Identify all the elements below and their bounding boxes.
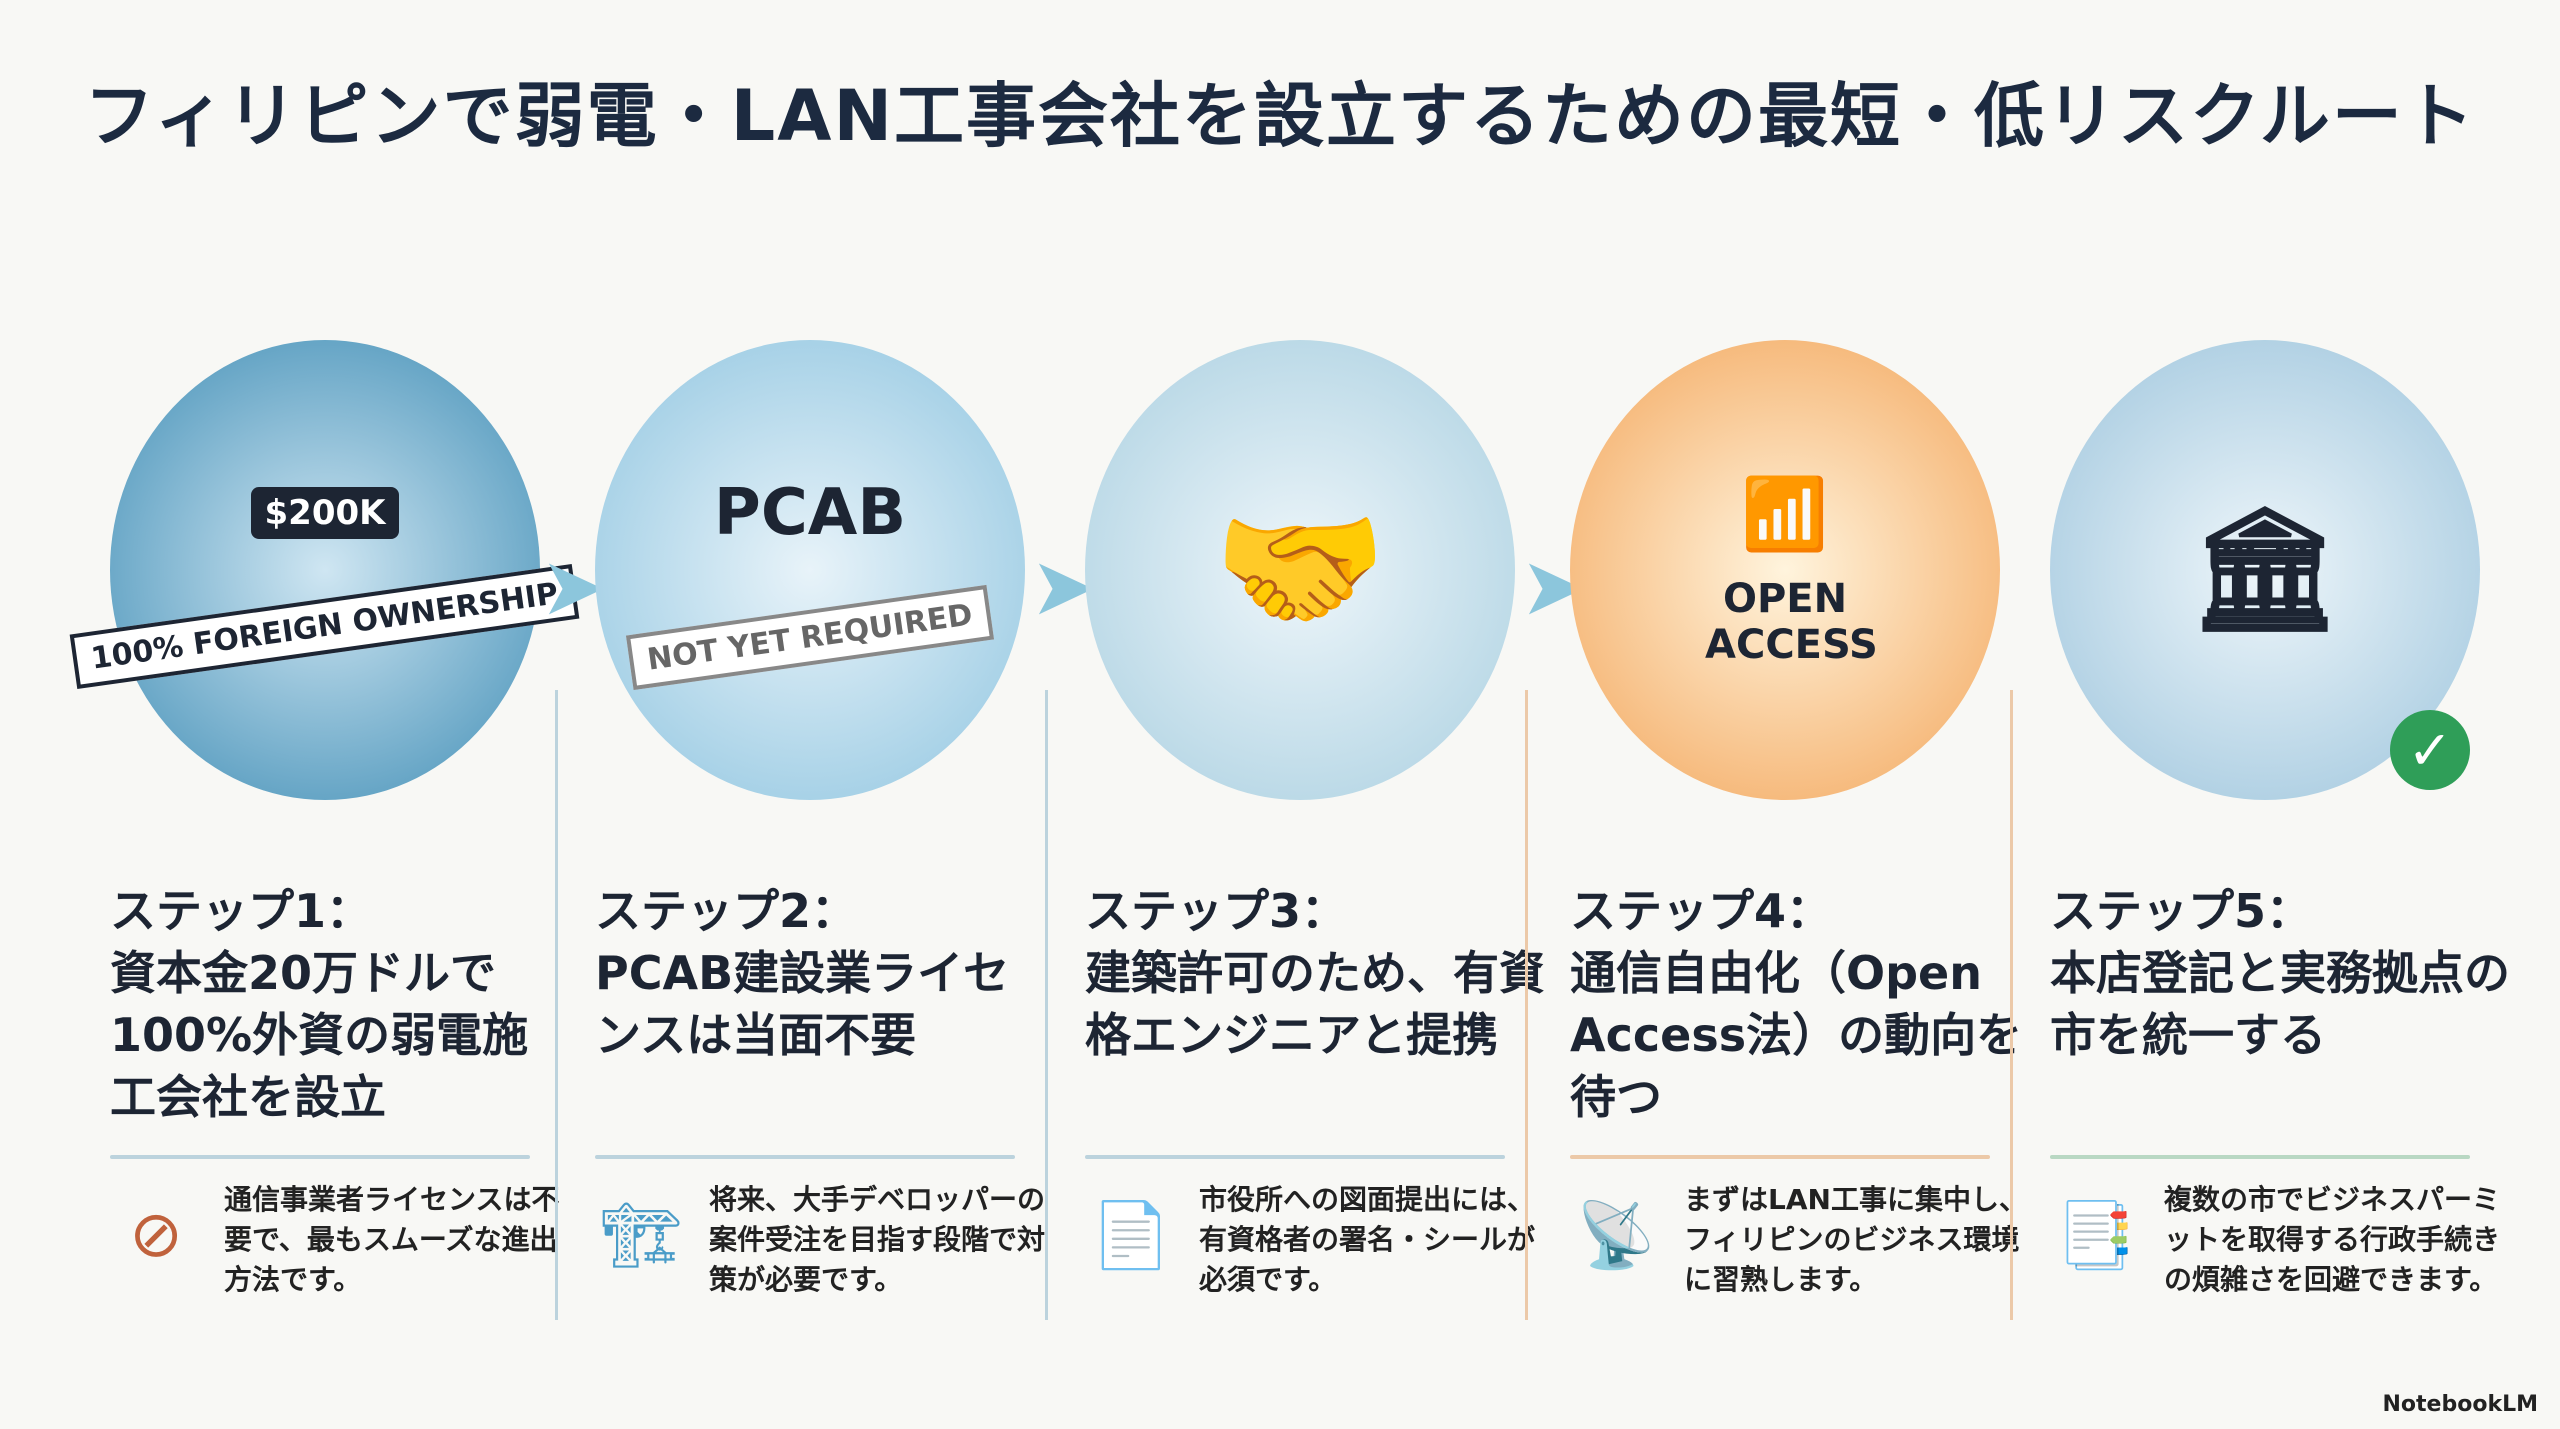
step-1: $200K 100% FOREIGN OWNERSHIP ステップ1： 資本金2… bbox=[70, 300, 580, 1360]
column-divider bbox=[555, 690, 558, 1320]
step-description: 将来、大手デベロッパーの案件受注を目指す段階で対策が必要です。 bbox=[709, 1183, 1046, 1296]
crane-icon: 🏗 bbox=[600, 1198, 682, 1273]
step-description: 市役所への図面提出には、有資格者の署名・シールが必須です。 bbox=[1199, 1183, 1536, 1296]
not-required-stamp: NOT YET REQUIRED bbox=[626, 584, 994, 690]
step-description: 複数の市でビジネスパーミットを取得する行政手続きの煩雑さを回避できます。 bbox=[2164, 1183, 2501, 1296]
column-divider bbox=[1525, 690, 1528, 1320]
company-building-illustration: $200K 100% FOREIGN OWNERSHIP bbox=[70, 340, 580, 800]
step-4: 📶 OPEN ACCESS ステップ4： 通信自由化（Open Access法）… bbox=[1560, 300, 2030, 1360]
notebooklm-logo: NotebookLM bbox=[2382, 1392, 2538, 1417]
step-heading: ステップ4： 通信自由化（Open Access法）の動向を待つ bbox=[1570, 884, 2023, 1124]
divider bbox=[1085, 1155, 1505, 1159]
divider bbox=[595, 1155, 1015, 1159]
city-hall-illustration: 🏛 ✓ bbox=[2050, 340, 2480, 800]
step-5: 🏛 ✓ ステップ5： 本店登記と実務拠点の市を統一する 📑 複数の市でビジネスパー… bbox=[2040, 300, 2510, 1360]
step-description: まずはLAN工事に集中し、フィリピンのビジネス環境に習熟します。 bbox=[1684, 1183, 2027, 1296]
router-icon: 📡 bbox=[1576, 1198, 1656, 1273]
handshake-illustration: 🤝 bbox=[1085, 340, 1515, 800]
column-divider bbox=[1045, 690, 1048, 1320]
open-access-label: OPEN ACCESS bbox=[1705, 575, 1878, 668]
divider bbox=[2050, 1155, 2470, 1159]
step-heading: ステップ5： 本店登記と実務拠点の市を統一する bbox=[2050, 884, 2510, 1062]
step-heading: ステップ3： 建築許可のため、有資格エンジニアと提携 bbox=[1085, 884, 1545, 1062]
clipboard-illustration: PCAB NOT YET REQUIRED bbox=[595, 340, 1025, 800]
step-description: 通信事業者ライセンスは不要で、最もスムーズな進出方法です。 bbox=[224, 1183, 560, 1296]
pcab-label: PCAB bbox=[713, 475, 907, 550]
foreign-ownership-badge: 100% FOREIGN OWNERSHIP bbox=[70, 563, 580, 689]
step-heading: ステップ1： 資本金20万ドルで100%外資の弱電施工会社を設立 bbox=[110, 884, 529, 1124]
divider bbox=[110, 1155, 530, 1159]
no-license-icon: ⊘ bbox=[129, 1198, 183, 1272]
divider bbox=[1570, 1155, 1990, 1159]
step-3: 🤝 ステップ3： 建築許可のため、有資格エンジニアと提携 📄 市役所への図面提出に… bbox=[1075, 300, 1545, 1360]
check-icon: ✓ bbox=[2390, 710, 2470, 790]
open-door-illustration: 📶 OPEN ACCESS bbox=[1570, 340, 2000, 800]
step-2: PCAB NOT YET REQUIRED ステップ2： PCAB建設業ライセン… bbox=[585, 300, 1055, 1360]
step-heading: ステップ2： PCAB建設業ライセンスは当面不要 bbox=[595, 884, 1010, 1062]
permit-documents-icon: 📑 bbox=[2056, 1198, 2136, 1273]
page-title: フィリピンで弱電・LAN工事会社を設立するための最短・低リスクルート bbox=[84, 75, 2476, 157]
column-divider bbox=[2010, 690, 2013, 1320]
capital-label: $200K bbox=[250, 486, 400, 539]
document-stamp-icon: 📄 bbox=[1091, 1198, 1171, 1273]
